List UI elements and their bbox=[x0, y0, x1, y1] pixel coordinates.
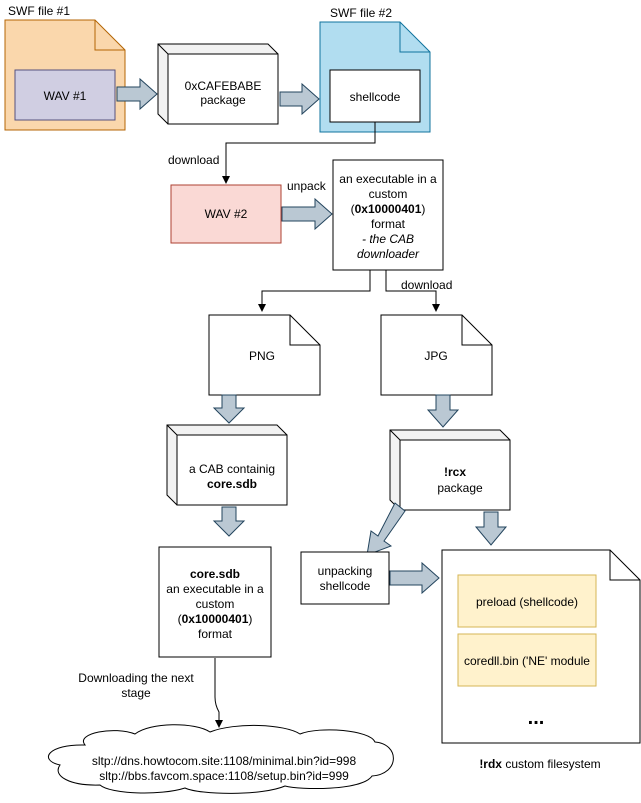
cloud-url-1: sltp://dns.howtocom.site:1108/minimal.bi… bbox=[92, 754, 357, 768]
cab-downloader-line5: - the CAB bbox=[362, 232, 414, 246]
download-label-2: download bbox=[401, 278, 452, 292]
rcx-cube-face bbox=[399, 439, 511, 511]
arrow-wav1-to-package bbox=[116, 77, 158, 111]
arrow-shellcode-to-wav2 bbox=[222, 122, 376, 184]
cab-downloader-line4: format bbox=[371, 217, 406, 231]
rdx-item-coredll-label: coredll.bin ('NE' module bbox=[464, 654, 590, 668]
unpacking-line2: shellcode bbox=[320, 579, 371, 593]
cafebabe-line2: package bbox=[200, 93, 246, 107]
wav2-box bbox=[170, 184, 282, 244]
arrow-core-to-cloud bbox=[214, 658, 223, 728]
rcx-line2: package bbox=[437, 481, 483, 495]
next-stage-line2: stage bbox=[121, 686, 151, 700]
shellcode-label: shellcode bbox=[350, 90, 401, 104]
core-sdb-box bbox=[158, 546, 272, 658]
jpg-file-shape bbox=[380, 314, 493, 396]
cloud-url-2: sltp://bbs.favcom.space:1108/setup.bin?i… bbox=[99, 769, 349, 783]
rdx-item-coredll bbox=[457, 633, 597, 687]
cab-line1: a CAB containig bbox=[189, 462, 275, 476]
rdx-ellipsis: ... bbox=[528, 707, 545, 729]
rcx-line1: !rcx bbox=[444, 465, 466, 479]
cab-downloader-box bbox=[332, 159, 444, 271]
png-file-fold bbox=[289, 315, 320, 346]
arrow-cab-to-core bbox=[212, 506, 246, 537]
rdx-file-fold bbox=[609, 550, 640, 581]
cab-downloader-line1: an executable in a bbox=[339, 172, 437, 186]
arrow-jpg-to-rcx bbox=[426, 394, 460, 428]
cafebabe-line1: 0xCAFEBABE bbox=[185, 79, 262, 93]
cab-downloader-line6: downloader bbox=[357, 247, 420, 261]
download-label-1: download bbox=[168, 153, 219, 167]
unpacking-box bbox=[300, 551, 390, 605]
cab-line2: core.sdb bbox=[207, 477, 257, 491]
cab-cube-face bbox=[176, 434, 288, 506]
shellcode-box bbox=[329, 69, 421, 123]
core-line2: an executable in a bbox=[166, 582, 264, 596]
swf2-file-fold bbox=[399, 22, 430, 53]
swf1-file-fold bbox=[94, 20, 125, 51]
arrow-package-to-swf2 bbox=[279, 82, 320, 116]
cafebabe-cube-face bbox=[167, 53, 279, 125]
arrow-executable-to-jpg bbox=[385, 270, 440, 312]
arrow-wav2-to-executable bbox=[281, 197, 333, 231]
png-file-shape bbox=[208, 314, 321, 396]
c2-cloud bbox=[47, 724, 394, 794]
rdx-item-preload-label: preload (shellcode) bbox=[476, 595, 578, 609]
jpg-label: JPG bbox=[424, 349, 447, 363]
png-label: PNG bbox=[249, 349, 275, 363]
arrow-executable-to-png bbox=[258, 270, 371, 312]
cab-downloader-line2: custom bbox=[369, 187, 408, 201]
swf2-title: SWF file #2 bbox=[330, 6, 392, 20]
unpacking-line1: unpacking bbox=[318, 564, 373, 578]
swf1-title: SWF file #1 bbox=[8, 4, 70, 18]
unpack-label: unpack bbox=[287, 179, 327, 193]
wav2-label: WAV #2 bbox=[205, 207, 248, 221]
core-line1: core.sdb bbox=[190, 567, 240, 581]
wav1-box bbox=[14, 69, 116, 121]
wav1-label: WAV #1 bbox=[44, 89, 87, 103]
arrow-png-to-cab bbox=[212, 394, 246, 424]
cab-downloader-line3: (0x10000401) bbox=[351, 202, 426, 216]
core-line4: (0x10000401) bbox=[178, 612, 253, 626]
arrow-unpacking-to-rdx bbox=[389, 561, 440, 595]
next-stage-line1: Downloading the next bbox=[78, 671, 194, 685]
rdx-caption: !rdx custom filesystem bbox=[479, 757, 600, 771]
jpg-file-fold bbox=[461, 315, 492, 346]
arrow-rcx-to-rdx bbox=[474, 511, 508, 546]
core-line3: custom bbox=[196, 597, 235, 611]
arrow-rcx-to-unpacking bbox=[366, 502, 406, 556]
core-line5: format bbox=[198, 627, 233, 641]
rdx-item-preload bbox=[457, 574, 597, 628]
